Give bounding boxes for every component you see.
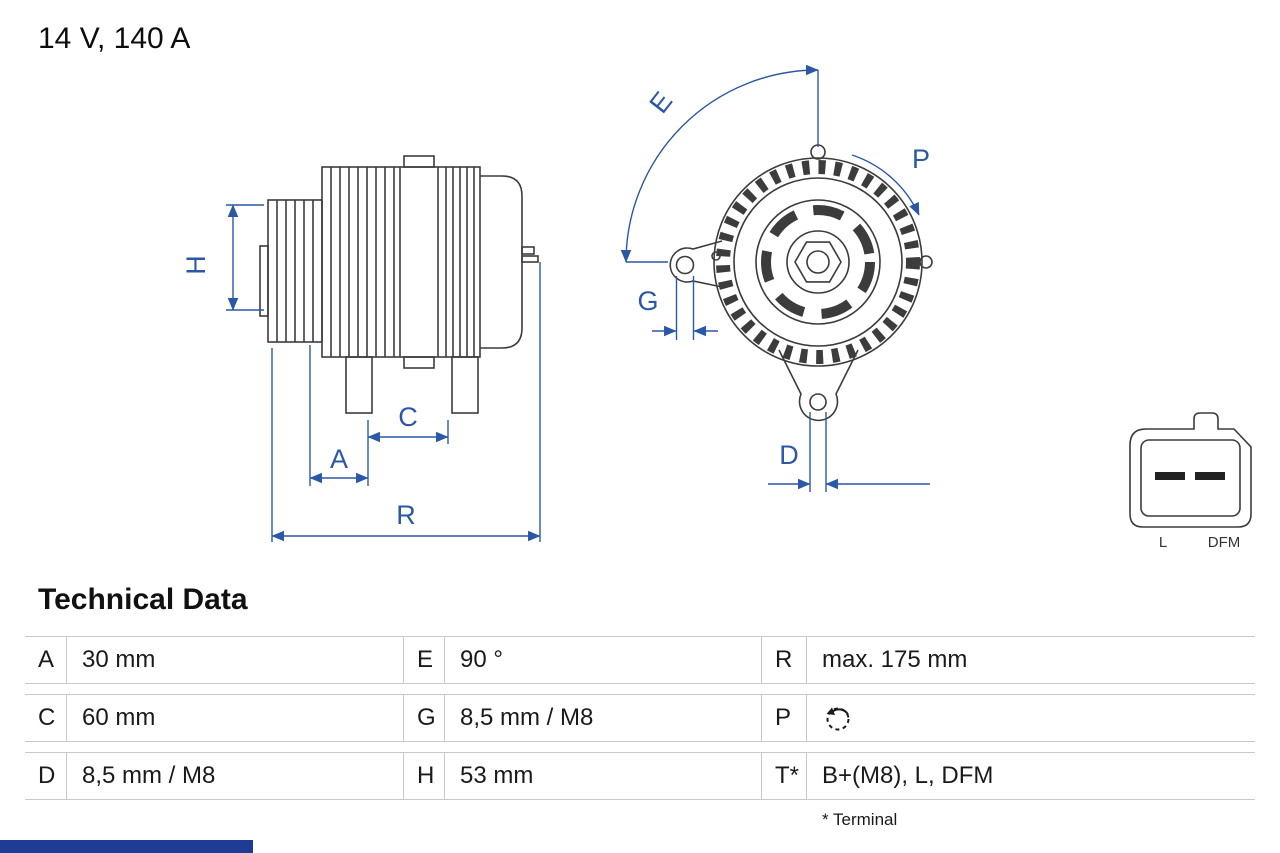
- fan-blade-ring: [716, 160, 920, 364]
- front-view-dimensions: [620, 64, 930, 492]
- dim-label-A: A: [330, 444, 348, 474]
- brand-accent-bar: [0, 840, 253, 853]
- mounting-foot-front: [345, 356, 373, 414]
- dim-label-E: E: [644, 86, 679, 119]
- alternator-side-view: [259, 155, 539, 414]
- table-value-R: max. 175 mm: [822, 646, 968, 673]
- terminal-stud: [521, 246, 535, 255]
- dim-label-H: H: [181, 255, 211, 275]
- shaft-hex-nut: [794, 241, 842, 283]
- voltage-current-rating: 14 V, 140 A: [38, 22, 191, 55]
- dim-label-D: D: [779, 440, 799, 470]
- connector-label-L: L: [1159, 534, 1167, 551]
- table-key-G: G: [403, 695, 445, 741]
- mounting-foot-rear: [451, 356, 479, 414]
- table-key-H: H: [403, 753, 445, 799]
- bottom-lug-hole: [809, 393, 827, 411]
- connector-pin-L: [1155, 472, 1185, 480]
- table-key-P: P: [761, 695, 807, 741]
- technical-drawing: H A C R: [181, 64, 1252, 551]
- table-value-T: B+(M8), L, DFM: [822, 762, 994, 789]
- left-lug-hole: [675, 255, 695, 275]
- table-value-D: 8,5 mm / M8: [82, 762, 216, 789]
- side-view-dimensions: [226, 204, 541, 542]
- table-value-G: 8,5 mm / M8: [460, 704, 594, 731]
- pulley-hub: [259, 245, 269, 317]
- connector-inner-housing: [1140, 439, 1241, 517]
- table-key-C: C: [25, 695, 67, 741]
- table-row: A 30 mm E 90 ° R max. 175 mm: [25, 636, 1255, 684]
- top-mounting-tab: [810, 144, 826, 160]
- rear-end-cap: [480, 175, 523, 349]
- front-outer-ring: [713, 157, 923, 367]
- table-row: C 60 mm G 8,5 mm / M8 P: [25, 694, 1255, 742]
- technical-data-section: Technical Data A 30 mm E 90 ° R max. 175…: [25, 583, 1255, 830]
- alternator-body: [321, 166, 481, 358]
- counterclockwise-rotation-icon: [826, 707, 850, 731]
- dim-label-G: G: [637, 286, 658, 316]
- table-key-D: D: [25, 753, 67, 799]
- right-mounting-tab: [919, 255, 933, 269]
- connector-pin-DFM: [1195, 472, 1225, 480]
- bottom-mounting-lug: [778, 349, 859, 422]
- connector-label-DFM: DFM: [1208, 534, 1241, 551]
- alternator-front-view: [669, 144, 933, 422]
- technical-data-title: Technical Data: [38, 583, 248, 616]
- table-key-T: T*: [761, 753, 807, 799]
- table-value-C: 60 mm: [82, 704, 156, 731]
- connector-diagram: [1129, 412, 1252, 528]
- vent-slot-ring: [761, 205, 875, 319]
- table-value-P: [807, 695, 1255, 741]
- table-value-E: 90 °: [460, 646, 503, 673]
- terminal-footnote: * Terminal: [822, 810, 898, 829]
- table-row: D 8,5 mm / M8 H 53 mm T* B+(M8), L, DFM: [25, 752, 1255, 800]
- table-key-E: E: [403, 637, 445, 683]
- dim-label-P: P: [912, 144, 930, 174]
- table-value-H: 53 mm: [460, 762, 534, 789]
- connector-outer-housing: [1129, 412, 1252, 528]
- table-key-A: A: [25, 637, 67, 683]
- dim-label-C: C: [398, 402, 418, 432]
- dim-label-R: R: [396, 500, 416, 530]
- table-value-A: 30 mm: [82, 646, 156, 673]
- table-key-R: R: [761, 637, 807, 683]
